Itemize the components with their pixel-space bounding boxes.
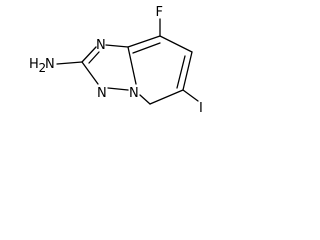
molecule-structure: F I N N N H 2 N: [29, 5, 203, 116]
bond-c8a-n4: [127, 46, 137, 85]
amine-nitrogen-label: N: [45, 57, 55, 72]
bond-c6-c5: [149, 89, 184, 105]
bond-c8a-c8-double: [132, 42, 161, 54]
bond-c5-n4: [139, 94, 151, 105]
bond-c7-c6: [182, 51, 193, 91]
bond-c2-nh2: [56, 61, 83, 65]
ring-nitrogen-bridge-label: N: [129, 86, 139, 101]
ring-nitrogen-top-label: N: [96, 38, 106, 53]
atom-labels: F I N N N H 2 N: [29, 5, 203, 116]
bond-c2-n1: [81, 46, 97, 63]
amine-hydrogen-label: H: [29, 57, 39, 72]
bond-n3-c2: [81, 61, 99, 85]
bond-c8a-c8: [127, 35, 161, 48]
amine-group-label: H 2 N: [29, 57, 55, 75]
bond-c6-i: [182, 89, 199, 102]
bond-c8-c7: [159, 35, 193, 53]
bond-c2-n1-double: [88, 51, 100, 64]
bond-n1-c8a: [105, 44, 129, 48]
bonds: [56, 18, 199, 105]
ring-nitrogen-bottom-label: N: [97, 86, 107, 101]
amine-subscript-label: 2: [39, 61, 47, 75]
fluorine-label: F: [156, 5, 163, 20]
iodine-label: I: [199, 101, 203, 116]
bond-n4-n3: [107, 87, 129, 91]
bond-c7-c6-double: [176, 55, 186, 89]
